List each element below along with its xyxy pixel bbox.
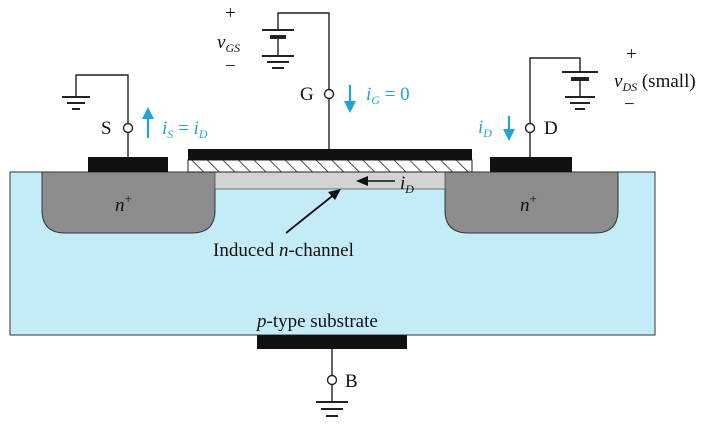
drain-label: D — [544, 118, 558, 139]
vds-minus: − — [624, 94, 635, 115]
vds-plus: + — [626, 44, 637, 65]
gate-terminal-node[interactable] — [323, 88, 335, 100]
source-terminal-node[interactable] — [122, 122, 134, 134]
source-current-label: iS = iD — [162, 118, 208, 141]
n-plus-source-region — [41, 171, 216, 234]
source-label: S — [101, 118, 112, 139]
gate-label: G — [300, 84, 314, 105]
gate-current-arrow — [344, 85, 356, 113]
substrate-label: p-type substrate — [255, 311, 378, 332]
source-wiring — [62, 74, 129, 157]
body-label: B — [345, 371, 358, 392]
n-plus-drain-region — [444, 171, 619, 234]
vgs-label: vGS — [217, 32, 240, 55]
drain-terminal-node[interactable] — [524, 122, 536, 134]
source-metal — [88, 157, 168, 172]
channel-current-arrow — [356, 176, 395, 186]
gate-current-label: iG = 0 — [366, 84, 410, 107]
gate-wiring — [262, 12, 330, 149]
vgs-plus: + — [225, 3, 236, 24]
vgs-minus: − — [225, 56, 236, 77]
vds-label: vDS (small) — [614, 71, 696, 94]
drain-current-label: iD — [478, 117, 492, 140]
body-wiring — [316, 349, 348, 417]
body-terminal-node[interactable] — [326, 374, 338, 386]
source-current-arrow — [142, 107, 154, 138]
drain-metal — [490, 157, 572, 172]
channel-pointer-arrow — [285, 189, 341, 234]
n-plus-source-label: n+ — [115, 191, 132, 216]
gate-metal — [188, 149, 472, 160]
body-metal — [257, 335, 407, 349]
induced-channel-label: Induced n-channel — [213, 240, 354, 261]
drain-wiring — [529, 57, 598, 157]
n-plus-drain-label: n+ — [520, 191, 537, 216]
channel-current-label: iD — [400, 173, 414, 196]
drain-current-arrow — [503, 116, 515, 141]
